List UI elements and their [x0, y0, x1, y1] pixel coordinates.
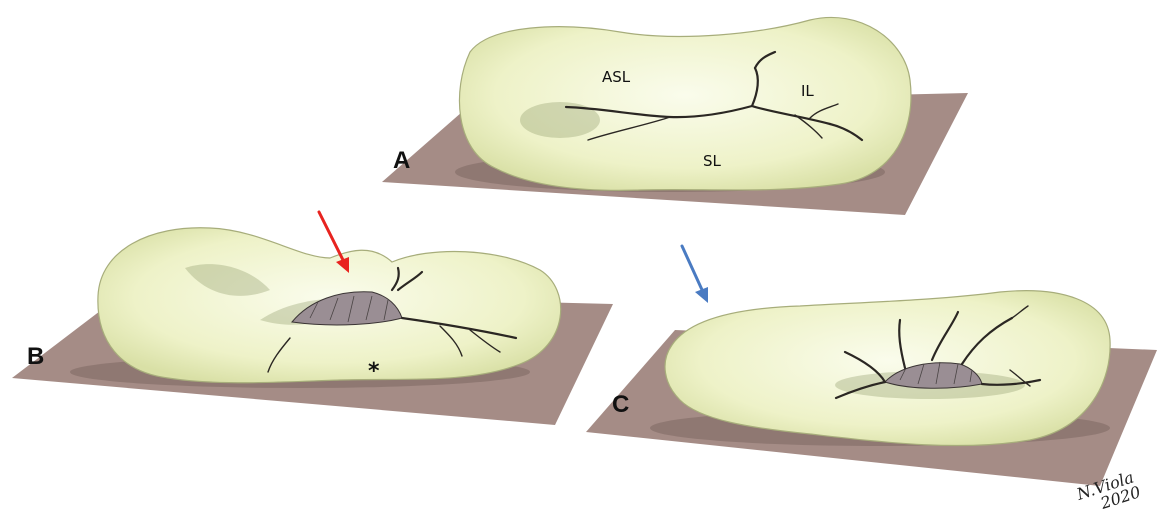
- panel-a: A ASL IL SL: [382, 17, 968, 215]
- panel-a-lobe: [459, 17, 911, 190]
- label-il: IL: [801, 82, 814, 100]
- label-sl: SL: [703, 152, 722, 170]
- label-asl: ASL: [602, 68, 631, 86]
- panel-a-shading: [520, 102, 600, 138]
- panel-c-lobe: [665, 291, 1110, 446]
- panel-a-letter: A: [393, 147, 410, 174]
- panel-b: B *: [12, 228, 613, 425]
- panel-b-asterisk: *: [368, 359, 380, 384]
- panel-b-letter: B: [27, 343, 44, 370]
- panel-c-letter: C: [612, 391, 629, 418]
- panel-c: C: [586, 291, 1157, 486]
- blue-arrow-icon: [682, 246, 708, 303]
